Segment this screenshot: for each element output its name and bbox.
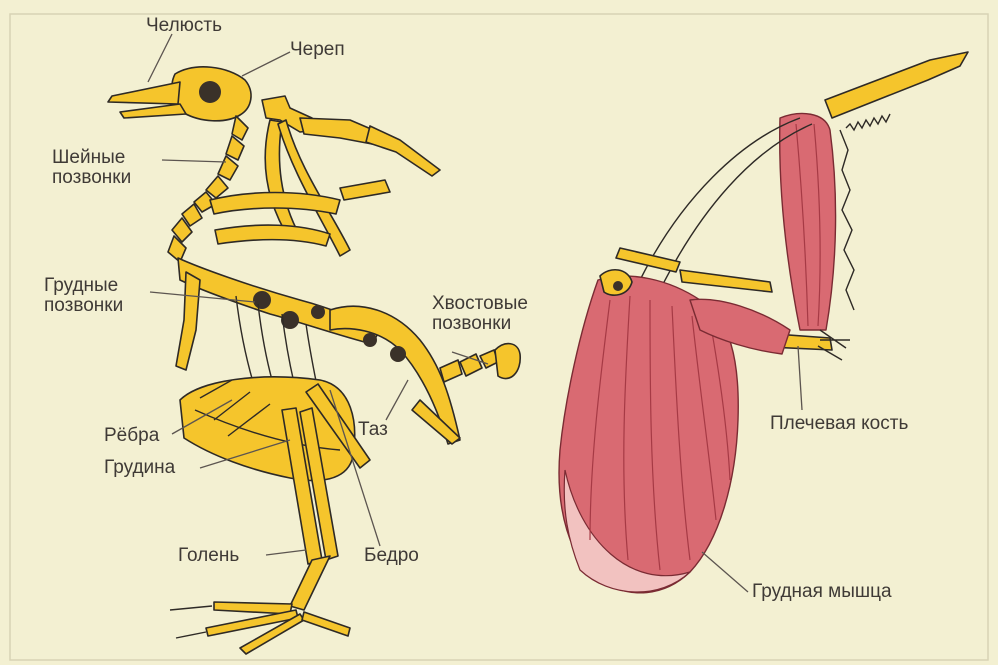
label-tail-line2: позвонки [432,314,528,334]
label-humerus: Плечевая кость [770,414,908,433]
label-cervical-vertebrae: Шейные позвонки [52,148,131,188]
label-cervical-line2: позвонки [52,168,131,188]
label-sternum: Грудина [104,458,175,477]
label-tail-line1: Хвостовые [432,294,528,314]
label-thoracic-line1: Грудные [44,276,123,296]
label-thoracic-line2: позвонки [44,296,123,316]
label-shin: Голень [178,546,239,565]
label-cervical-line1: Шейные [52,148,131,168]
label-pelvis: Таз [358,420,388,439]
label-tail-vertebrae: Хвостовые позвонки [432,294,528,334]
label-jaw: Челюсть [146,16,222,35]
wing-muscle-illustration [559,52,968,593]
label-skull: Череп [290,40,345,59]
bird-skeleton [108,67,520,654]
label-pectoral-muscle: Грудная мышца [752,582,892,601]
label-thoracic-vertebrae: Грудные позвонки [44,276,123,316]
label-ribs: Рёбра [104,426,159,445]
label-femur: Бедро [364,546,419,565]
